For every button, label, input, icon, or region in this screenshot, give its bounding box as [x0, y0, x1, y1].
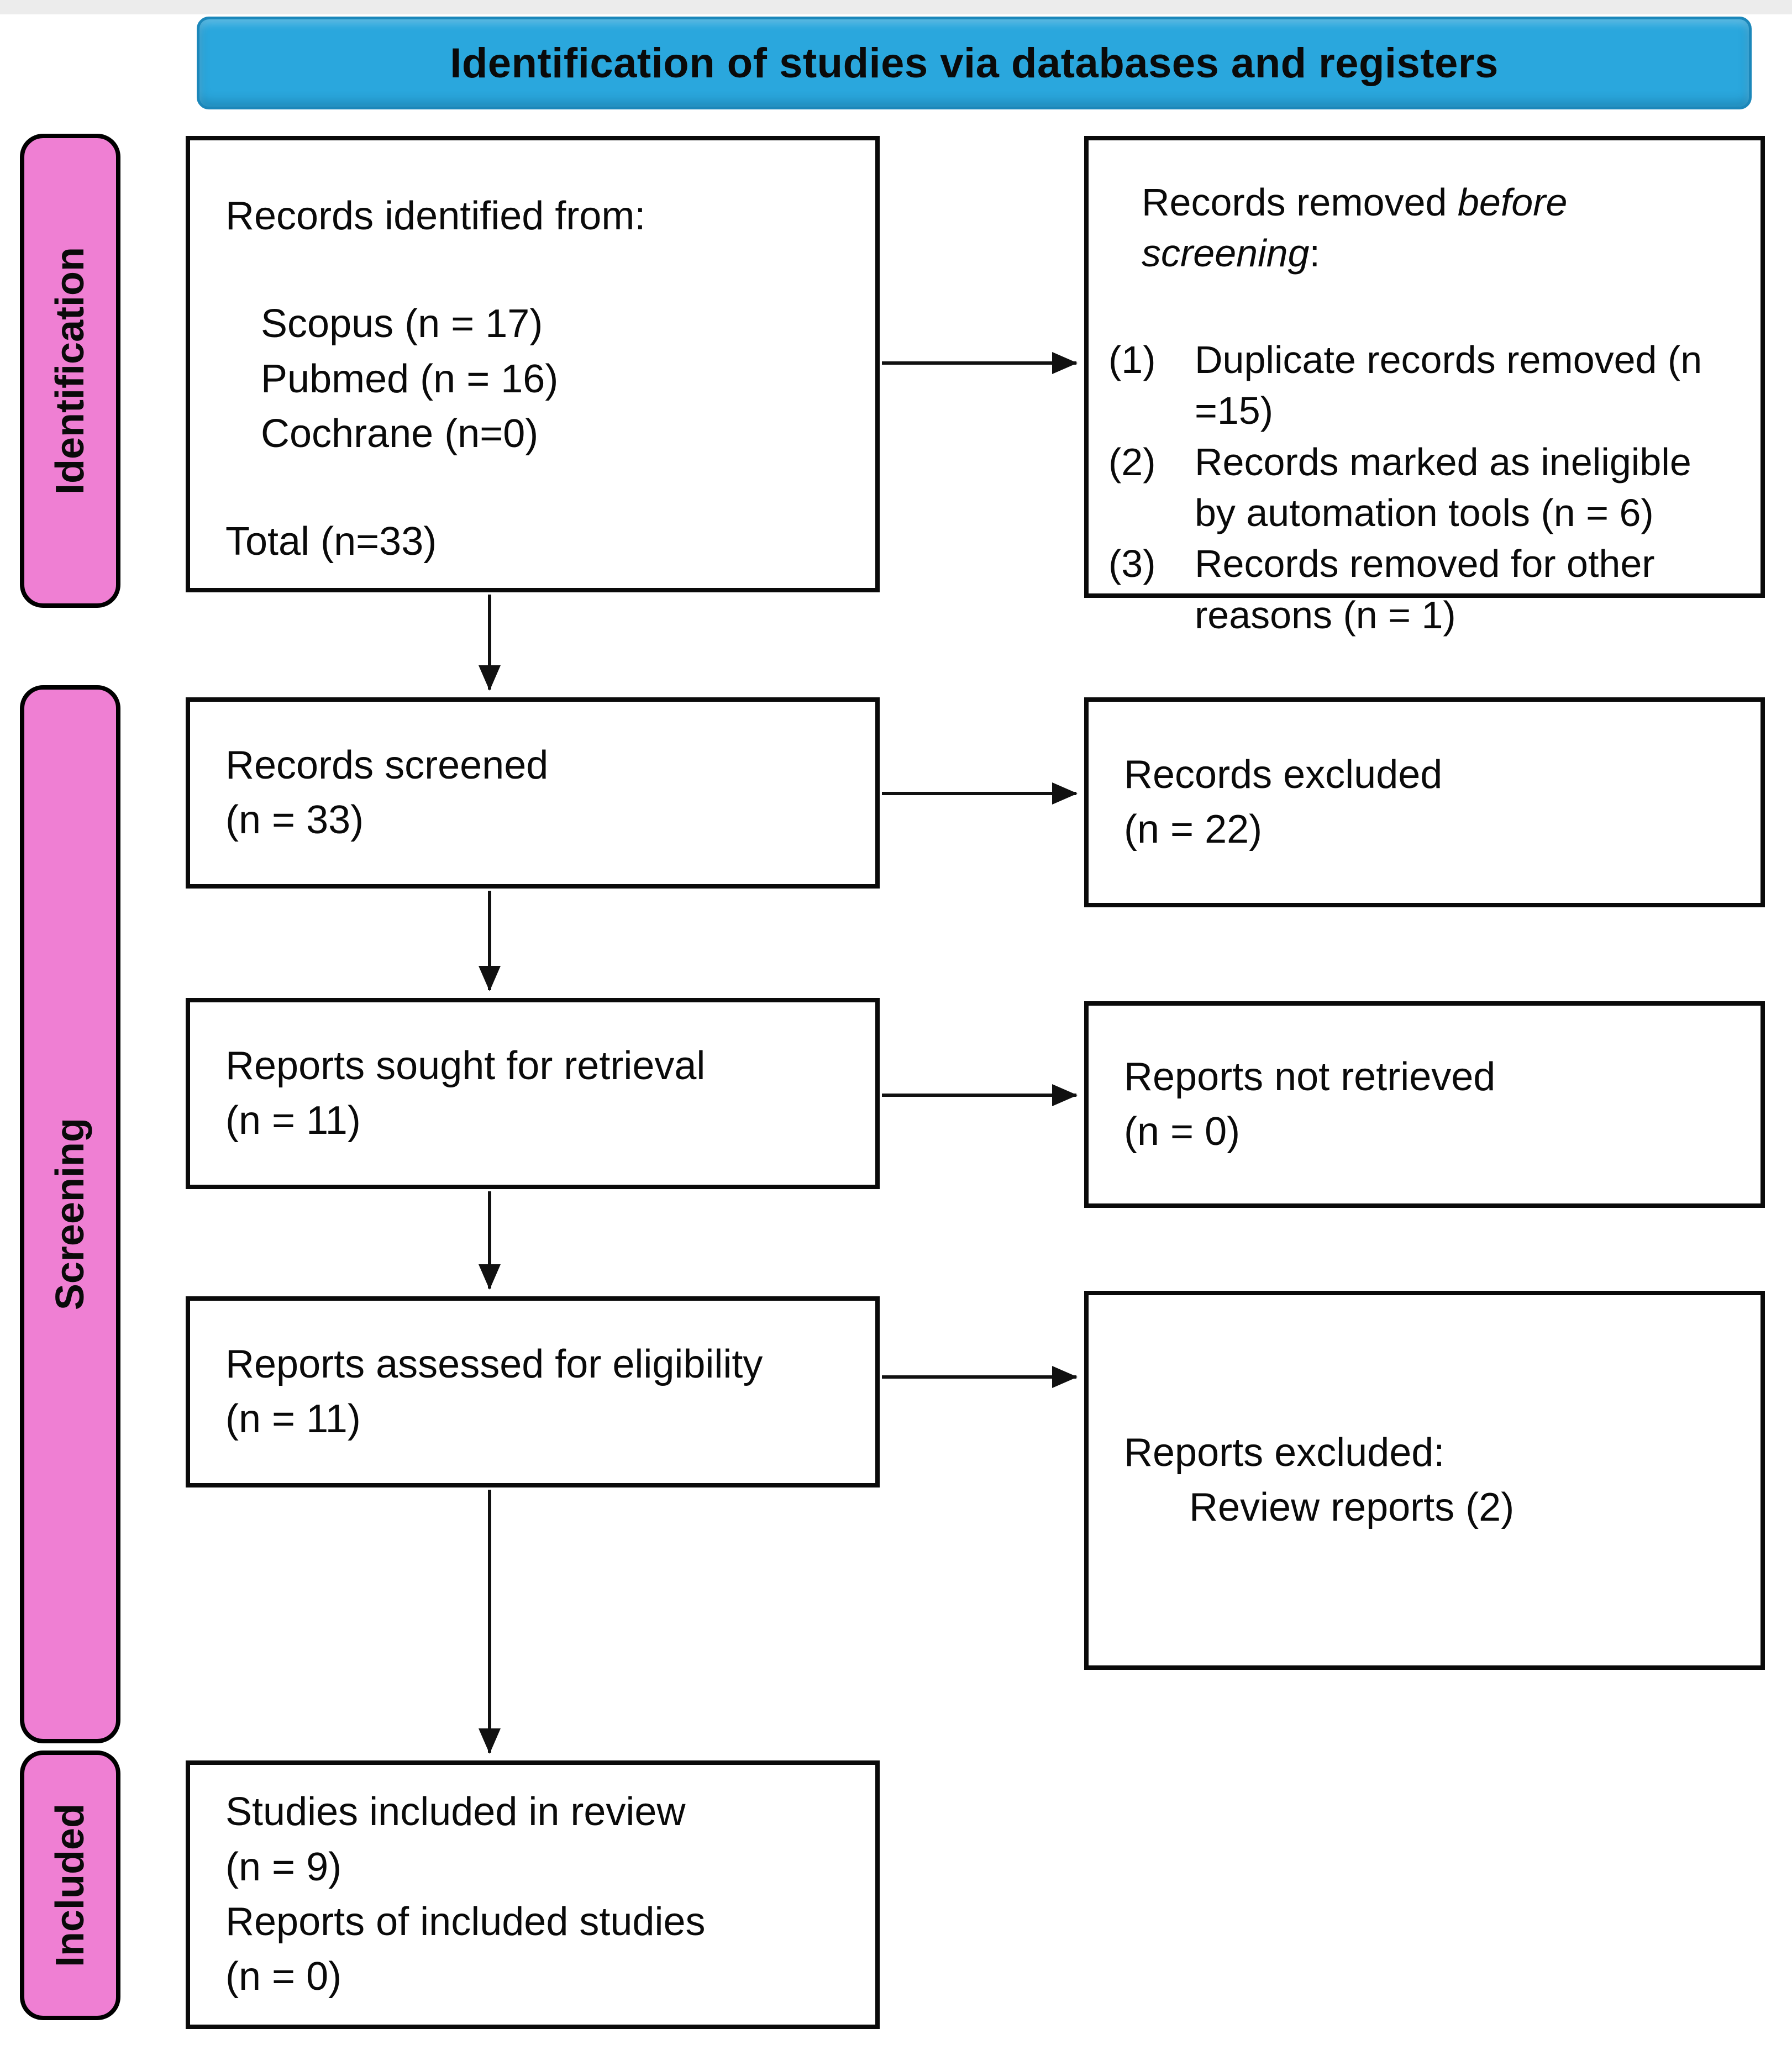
box-reports-assessed: Reports assessed for eligibility (n = 11…	[186, 1296, 880, 1487]
exclusion-reason: Review reports (2)	[1189, 1485, 1515, 1529]
box-line: Reports assessed for eligibility	[225, 1342, 763, 1386]
box-line: Studies included in review	[225, 1790, 686, 1835]
box-line: Reports not retrieved	[1124, 1054, 1496, 1099]
box-count: (n = 33)	[225, 798, 364, 842]
list-item-number: (3)	[1108, 542, 1156, 586]
page-top-strip	[0, 0, 1792, 14]
box-count: (n = 0)	[225, 1954, 342, 1999]
box-records-screened: Records screened (n = 33)	[186, 697, 880, 889]
box-records-identified: Records identified from: Scopus (n = 17)…	[186, 136, 880, 592]
box-line: Records screened	[225, 743, 549, 787]
box-reports-excluded: Reports excluded: Review reports (2)	[1084, 1291, 1765, 1670]
box-records-excluded: Records excluded (n = 22)	[1084, 697, 1765, 907]
source-cochrane: Cochrane (n=0)	[261, 412, 539, 456]
diagram-title: Identification of studies via databases …	[450, 39, 1499, 87]
box-count: (n = 11)	[225, 1098, 361, 1143]
box-line: Reports of included studies	[225, 1900, 706, 1944]
box-studies-included: Studies included in review (n = 9) Repor…	[186, 1760, 880, 2029]
list-item-text: Records removed for other reasons (n = 1…	[1195, 542, 1655, 637]
box-count: (n = 11)	[225, 1397, 361, 1441]
list-item-number: (2)	[1108, 440, 1156, 483]
list-item-text: Records marked as ineligible by automati…	[1195, 440, 1691, 534]
box-count: (n = 0)	[1124, 1110, 1241, 1154]
stage-label-included: Included	[20, 1751, 120, 2020]
box-count: (n = 9)	[225, 1844, 342, 1889]
box-title: Records identified from:	[225, 194, 646, 238]
removal-reasons-list: (1) Duplicate records removed (n =15) (2…	[1108, 334, 1744, 640]
diagram-header-banner: Identification of studies via databases …	[197, 17, 1752, 109]
box-reports-not-retrieved: Reports not retrieved (n = 0)	[1084, 1001, 1765, 1208]
box-count: (n = 22)	[1124, 807, 1263, 851]
box-line: Records excluded	[1124, 752, 1443, 797]
box-reports-sought: Reports sought for retrieval (n = 11)	[186, 998, 880, 1189]
list-item-number: (1)	[1108, 338, 1156, 381]
stage-label-screening: Screening	[20, 685, 120, 1743]
list-item-text: Duplicate records removed (n =15)	[1195, 338, 1702, 433]
source-pubmed: Pubmed (n = 16)	[261, 356, 559, 401]
records-total: Total (n=33)	[225, 519, 437, 564]
box-line: Reports sought for retrieval	[225, 1043, 706, 1088]
box-records-removed-before-screening: Records removed before screening: (1) Du…	[1084, 136, 1765, 637]
box-title: Records removed before screening:	[1142, 181, 1568, 275]
stage-label-identification: Identification	[20, 134, 120, 608]
box-line: Reports excluded:	[1124, 1430, 1445, 1475]
source-scopus: Scopus (n = 17)	[261, 302, 543, 346]
